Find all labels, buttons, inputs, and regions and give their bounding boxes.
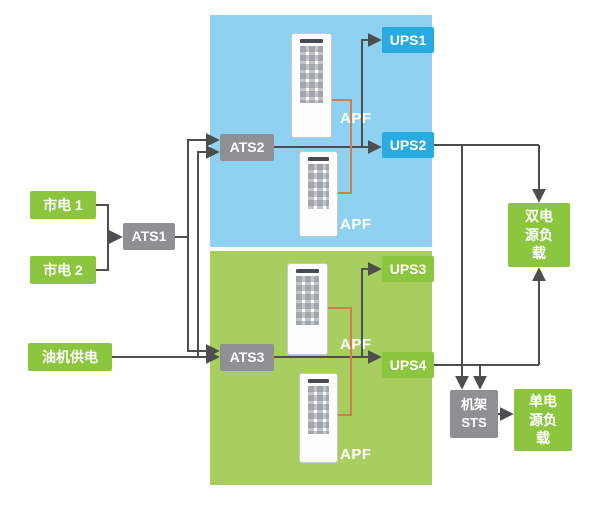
cabinet-vent-grid xyxy=(300,46,323,104)
dual-power-load-box: 双电 源负 载 xyxy=(508,203,570,267)
cabinet-vent-grid xyxy=(296,276,319,325)
ats1-box: ATS1 xyxy=(123,223,175,250)
mains-1-box: 市电 1 xyxy=(30,191,96,219)
apf-cabinet-2 xyxy=(299,151,338,237)
generator-supply-box: 油机供电 xyxy=(28,343,112,371)
apf-cabinet-4 xyxy=(299,373,338,463)
cabinet-vent-grid xyxy=(308,164,329,210)
apf-label-4: APF xyxy=(340,446,372,463)
cabinet-vent-grid xyxy=(308,386,329,434)
cabinet-display xyxy=(296,269,319,273)
cabinet-display xyxy=(300,39,323,43)
mains-2-box: 市电 2 xyxy=(30,256,96,284)
apf-label-3: APF xyxy=(340,336,372,353)
single-power-load-box: 单电 源负 载 xyxy=(514,389,572,451)
cabinet-display xyxy=(308,157,329,161)
apf-label-1: APF xyxy=(340,110,372,127)
cabinet-display xyxy=(308,379,329,383)
ups3-box: UPS3 xyxy=(382,256,434,282)
ups4-box: UPS4 xyxy=(382,352,434,378)
ups2-box: UPS2 xyxy=(382,132,434,158)
apf-cabinet-1 xyxy=(291,33,332,138)
apf-label-2: APF xyxy=(340,216,372,233)
apf-cabinet-3 xyxy=(287,263,328,355)
line-mains-bus xyxy=(96,204,109,271)
ups1-box: UPS1 xyxy=(382,27,434,53)
ats3-box: ATS3 xyxy=(220,344,274,371)
ats2-box: ATS2 xyxy=(220,134,274,161)
rack-sts-box: 机架 STS xyxy=(450,390,498,438)
